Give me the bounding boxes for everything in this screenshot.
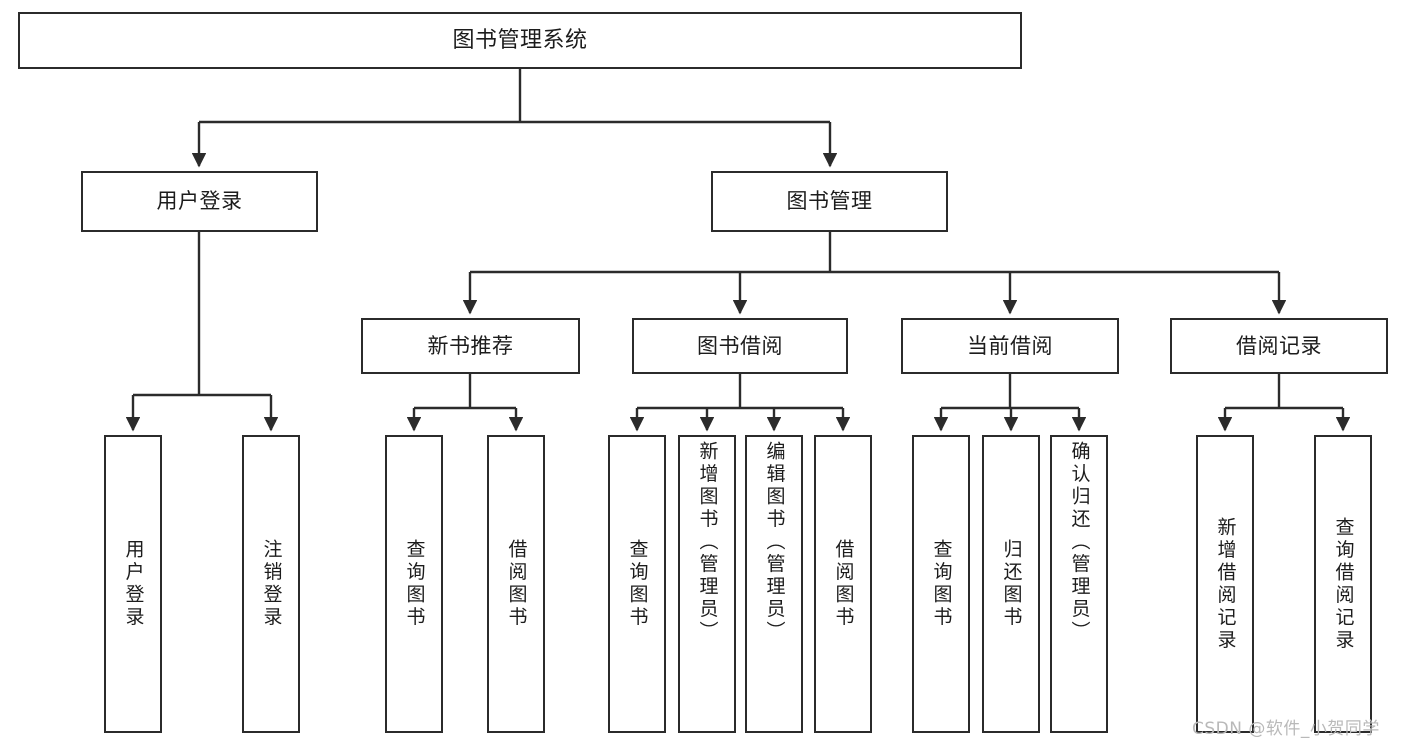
node-leaf-add-record[interactable]: 新增借阅记录 — [1196, 435, 1254, 733]
node-leaf-add-book[interactable]: 新增图书（管理员） — [678, 435, 736, 733]
node-leaf-user-logout[interactable]: 注销登录 — [242, 435, 300, 733]
csdn-watermark: CSDN @软件_小贺同学 — [1192, 719, 1380, 739]
node-root-label: 图书管理系统 — [452, 27, 588, 53]
node-leaf-query-book-1[interactable]: 查询图书 — [385, 435, 443, 733]
node-leaf-return-book[interactable]: 归还图书 — [982, 435, 1040, 733]
node-leaf-confirm-return-label: 确认归还（管理员） — [1068, 441, 1091, 644]
node-leaf-edit-book-label: 编辑图书（管理员） — [763, 441, 786, 644]
node-leaf-borrow-book-1[interactable]: 借阅图书 — [487, 435, 545, 733]
node-leaf-query-book-2-label: 查询图书 — [626, 539, 649, 629]
node-leaf-edit-book[interactable]: 编辑图书（管理员） — [745, 435, 803, 733]
node-leaf-user-login[interactable]: 用户登录 — [104, 435, 162, 733]
node-borrow-record[interactable]: 借阅记录 — [1170, 318, 1388, 374]
node-user-login-label: 用户登录 — [156, 189, 243, 214]
node-book-manage[interactable]: 图书管理 — [711, 171, 948, 232]
node-user-login[interactable]: 用户登录 — [81, 171, 318, 232]
node-root[interactable]: 图书管理系统 — [18, 12, 1022, 69]
node-book-manage-label: 图书管理 — [786, 189, 873, 214]
node-leaf-borrow-book-2-label: 借阅图书 — [832, 539, 855, 629]
node-current-borrow[interactable]: 当前借阅 — [901, 318, 1119, 374]
node-leaf-query-record-label: 查询借阅记录 — [1332, 516, 1355, 652]
node-leaf-add-record-label: 新增借阅记录 — [1214, 516, 1237, 652]
node-leaf-return-book-label: 归还图书 — [1000, 539, 1023, 629]
node-leaf-query-book-2[interactable]: 查询图书 — [608, 435, 666, 733]
node-borrow-record-label: 借阅记录 — [1236, 333, 1322, 358]
node-book-borrow[interactable]: 图书借阅 — [632, 318, 848, 374]
node-current-borrow-label: 当前借阅 — [967, 333, 1053, 358]
node-leaf-borrow-book-2[interactable]: 借阅图书 — [814, 435, 872, 733]
node-new-book-recommend-label: 新书推荐 — [427, 333, 514, 358]
node-leaf-query-record[interactable]: 查询借阅记录 — [1314, 435, 1372, 733]
node-leaf-user-logout-label: 注销登录 — [260, 539, 283, 629]
node-new-book-recommend[interactable]: 新书推荐 — [361, 318, 580, 374]
node-leaf-query-book-3-label: 查询图书 — [930, 539, 953, 629]
node-leaf-borrow-book-1-label: 借阅图书 — [505, 539, 528, 629]
node-leaf-query-book-3[interactable]: 查询图书 — [912, 435, 970, 733]
node-leaf-confirm-return[interactable]: 确认归还（管理员） — [1050, 435, 1108, 733]
node-book-borrow-label: 图书借阅 — [697, 333, 783, 358]
node-leaf-query-book-1-label: 查询图书 — [403, 539, 426, 629]
node-leaf-user-login-label: 用户登录 — [122, 539, 145, 629]
node-leaf-add-book-label: 新增图书（管理员） — [696, 441, 719, 644]
